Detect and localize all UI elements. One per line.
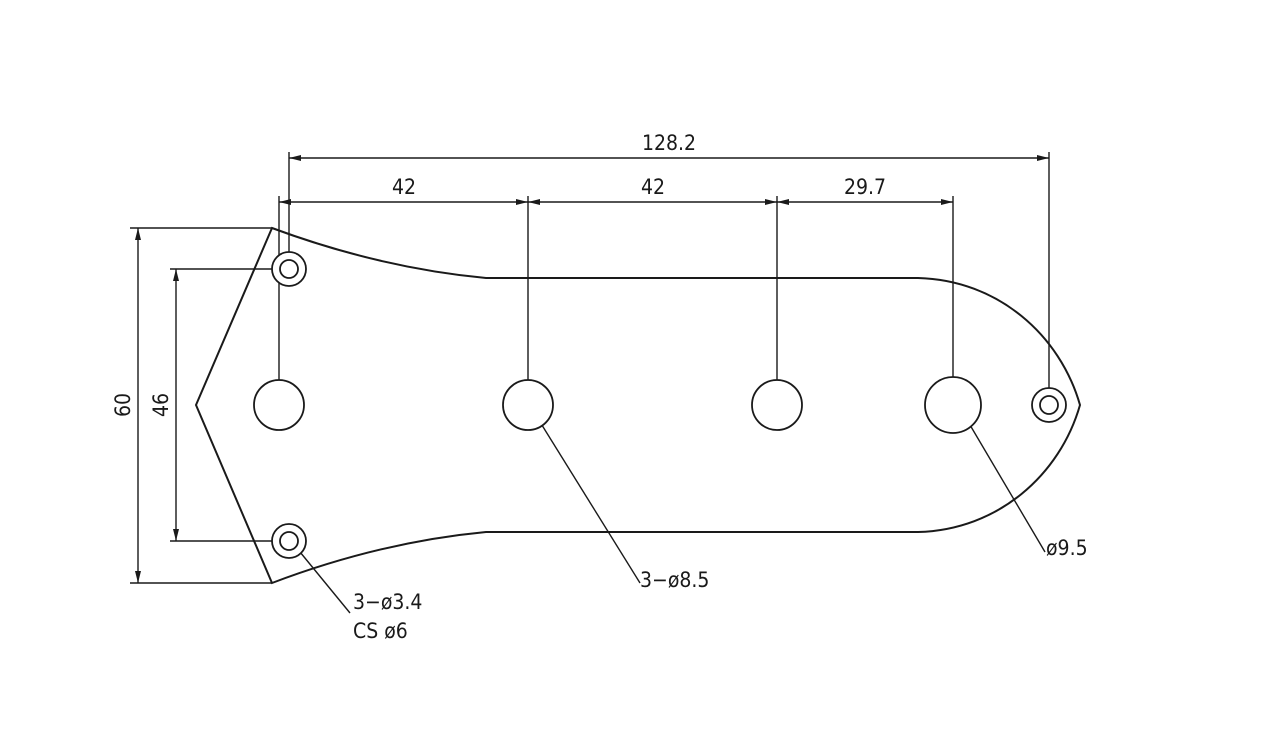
dim-mount-hole-spacing: 46 bbox=[149, 393, 173, 417]
callout-mount-holes: 3−ø3.4 bbox=[353, 590, 422, 614]
knob-hole-1 bbox=[253, 379, 305, 431]
callout-small-knob-holes: 3−ø8.5 bbox=[640, 568, 709, 592]
knob-hole-2 bbox=[502, 379, 554, 431]
mount-hole-right bbox=[1031, 387, 1067, 423]
extension-lines bbox=[130, 152, 1050, 584]
dimension-lines bbox=[137, 157, 1049, 583]
callout-countersink: CS ø6 bbox=[353, 619, 408, 643]
dim-overall-length: 128.2 bbox=[642, 131, 696, 155]
dim-spacing-1: 42 bbox=[392, 175, 416, 199]
jack-hole bbox=[924, 376, 982, 434]
mount-hole-bottom bbox=[271, 523, 307, 559]
plate-outline bbox=[194, 226, 1082, 585]
callout-large-knob-hole: ø9.5 bbox=[1046, 536, 1088, 560]
leader-lines bbox=[299, 421, 1046, 614]
knob-hole-3 bbox=[751, 379, 803, 431]
arrowheads bbox=[135, 155, 1049, 583]
dim-overall-height: 60 bbox=[111, 393, 135, 417]
mount-hole-top bbox=[271, 251, 307, 287]
dim-spacing-2: 42 bbox=[641, 175, 665, 199]
dim-spacing-3: 29.7 bbox=[844, 175, 886, 199]
